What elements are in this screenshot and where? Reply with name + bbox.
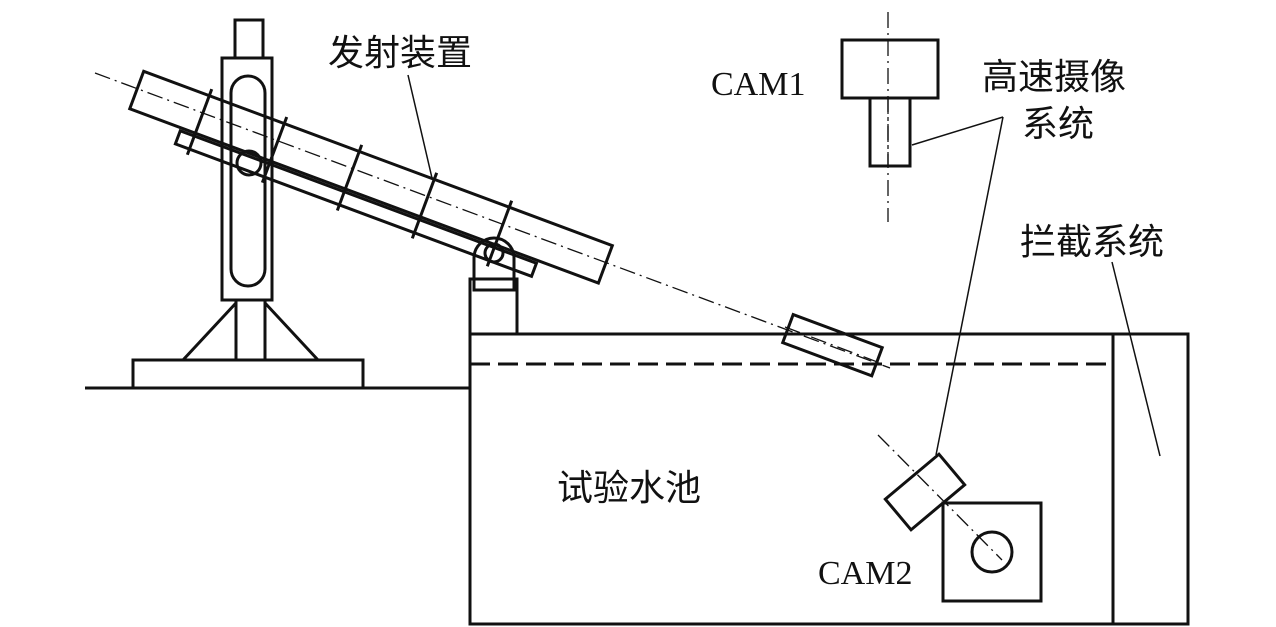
stand-brace-left — [181, 301, 238, 362]
cam2-lens — [883, 452, 967, 532]
cam2-body — [941, 501, 1043, 603]
projectile-axis — [784, 326, 881, 364]
rail-clamp-2 — [260, 116, 289, 184]
launcher-barrel — [127, 69, 615, 286]
cam2-camera — [877, 434, 1043, 603]
leader-interception — [1111, 261, 1161, 457]
rail-clamp-3 — [335, 144, 364, 212]
stand-base — [131, 358, 365, 390]
cam2-axis — [877, 434, 1003, 561]
camera-system-label-line2: 系统 — [1022, 104, 1094, 145]
leader-cam1 — [911, 116, 1004, 146]
launcher-tube — [127, 69, 615, 286]
cam2-lens-ring — [970, 530, 1014, 574]
rail-clamp-1 — [185, 88, 214, 156]
camera-system-label-line1: 高速摄像 — [982, 57, 1126, 98]
leader-cam2 — [935, 116, 1004, 456]
cam2-label: CAM2 — [818, 555, 912, 592]
trajectory-axis — [94, 72, 891, 369]
rail-clamp-4 — [410, 172, 439, 239]
stand-pivot — [235, 149, 263, 177]
stand-post — [234, 298, 267, 362]
launcher-rail — [173, 128, 539, 279]
stand-brace-right — [263, 301, 320, 362]
cam1-camera — [840, 12, 940, 222]
rail-clamp-5 — [485, 200, 514, 267]
support-block — [468, 277, 519, 336]
stand-slot — [229, 74, 267, 288]
cam1-body — [840, 38, 940, 100]
support-lug — [472, 236, 516, 292]
cam1-label: CAM1 — [711, 66, 805, 103]
interception-label: 拦截系统 — [1020, 222, 1164, 263]
tank-outline — [468, 332, 1190, 626]
stand-top — [233, 18, 265, 60]
cam1-lens — [868, 96, 912, 168]
leader-launcher — [407, 74, 433, 179]
pool-label: 试验水池 — [557, 468, 701, 509]
water-tank — [468, 332, 1190, 626]
launcher-stand — [131, 18, 365, 390]
launcher-label: 发射装置 — [328, 33, 472, 74]
support-pin — [483, 242, 505, 264]
